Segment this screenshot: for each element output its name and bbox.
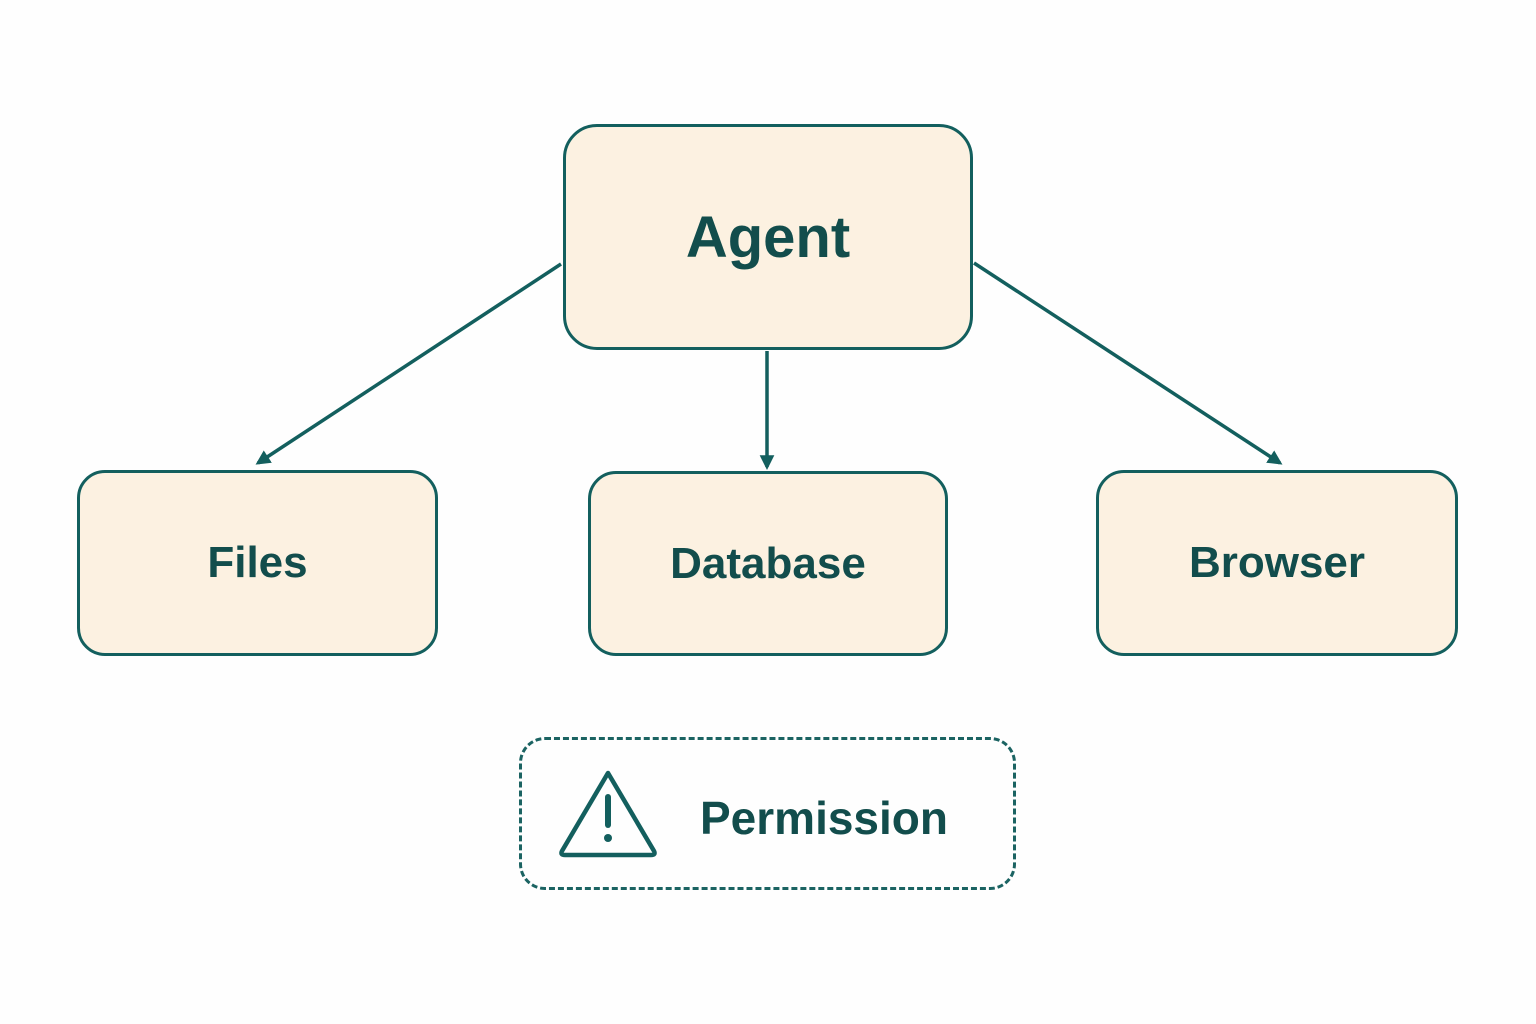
node-files: Files [77,470,438,656]
node-browser: Browser [1096,470,1458,656]
node-agent-label: Agent [685,204,851,270]
permission-box [519,737,1016,890]
warning-icon [559,770,657,858]
edge-agent-to-files [255,262,562,465]
node-database: Database [588,471,948,656]
node-browser-label: Browser [1188,538,1366,587]
node-files-label: Files [207,538,308,587]
node-agent: Agent [563,124,973,350]
node-database-label: Database [670,538,866,588]
edge-agent-to-browser [973,261,1283,465]
permission-label: Permission [700,792,948,844]
